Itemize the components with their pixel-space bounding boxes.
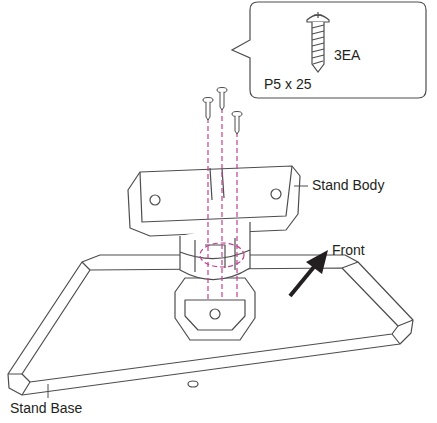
screw-guide	[207, 118, 208, 300]
screw-area	[200, 243, 244, 267]
stand-neck	[180, 222, 250, 280]
front-arrowhead	[306, 250, 328, 274]
front-hole	[188, 381, 198, 387]
screw	[203, 98, 213, 121]
callout-box	[232, 2, 426, 98]
screw-icon	[307, 12, 329, 72]
base-socket-inner	[185, 300, 245, 330]
base-socket	[175, 278, 255, 340]
bevel-corners	[8, 262, 413, 395]
callout-node: 3EA P5 x 25	[250, 2, 426, 98]
screw-guide	[236, 132, 237, 300]
socket-hole	[210, 309, 220, 319]
neck-ribs	[180, 238, 250, 272]
screw-size-text: P5 x 25	[264, 77, 311, 92]
quantity-text: 3EA	[334, 48, 360, 63]
part-label: Stand Body	[312, 178, 384, 193]
stand-body-plate	[128, 166, 300, 236]
screw	[232, 112, 242, 135]
body-hole	[271, 189, 281, 199]
direction-label: Front	[332, 243, 365, 258]
stand-body-face	[140, 166, 292, 222]
screw-guide	[221, 108, 222, 300]
stand-base-bevel	[22, 268, 398, 382]
part-label: Stand Base	[10, 401, 82, 416]
leader-line	[294, 186, 308, 187]
screw	[217, 88, 227, 111]
leader-line	[48, 384, 49, 398]
body-hole	[150, 195, 160, 205]
